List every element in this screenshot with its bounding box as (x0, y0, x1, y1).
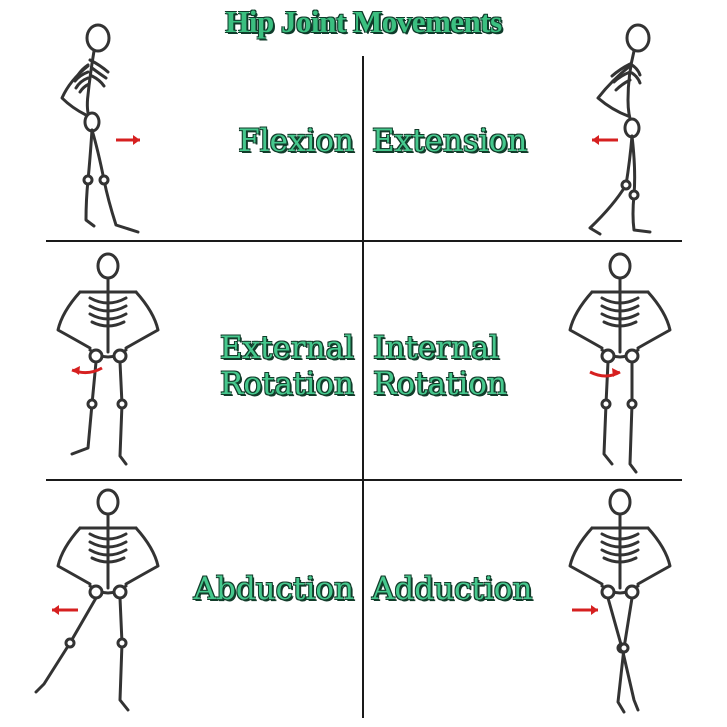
label-adduction: Adduction (372, 571, 533, 607)
curved-rotation-arrow-icon (589, 368, 621, 378)
label-external-rotation: External Rotation (219, 330, 354, 402)
label-internal-rotation: Internal Rotation (373, 330, 507, 402)
label-flexion: Flexion (238, 123, 354, 159)
horizontal-divider-1 (46, 240, 682, 242)
skeleton-internal-rotation-icon (568, 252, 672, 474)
vertical-divider (362, 56, 364, 718)
label-abduction: Abduction (193, 571, 354, 607)
red-arrow-icon (572, 605, 598, 615)
red-arrow-icon (52, 605, 78, 615)
red-arrow-icon (116, 135, 140, 145)
horizontal-divider-2 (46, 479, 682, 481)
skeleton-extension-icon (588, 23, 652, 236)
label-extension: Extension (372, 123, 528, 159)
skeleton-flexion-icon (60, 23, 140, 234)
skeleton-abduction-icon (34, 488, 160, 712)
diagram-title: Hip Joint Movements (225, 4, 502, 39)
red-arrow-icon (592, 135, 618, 145)
skeleton-adduction-icon (568, 488, 672, 714)
curved-rotation-arrow-icon (71, 366, 103, 375)
skeleton-external-rotation-icon (56, 252, 160, 466)
